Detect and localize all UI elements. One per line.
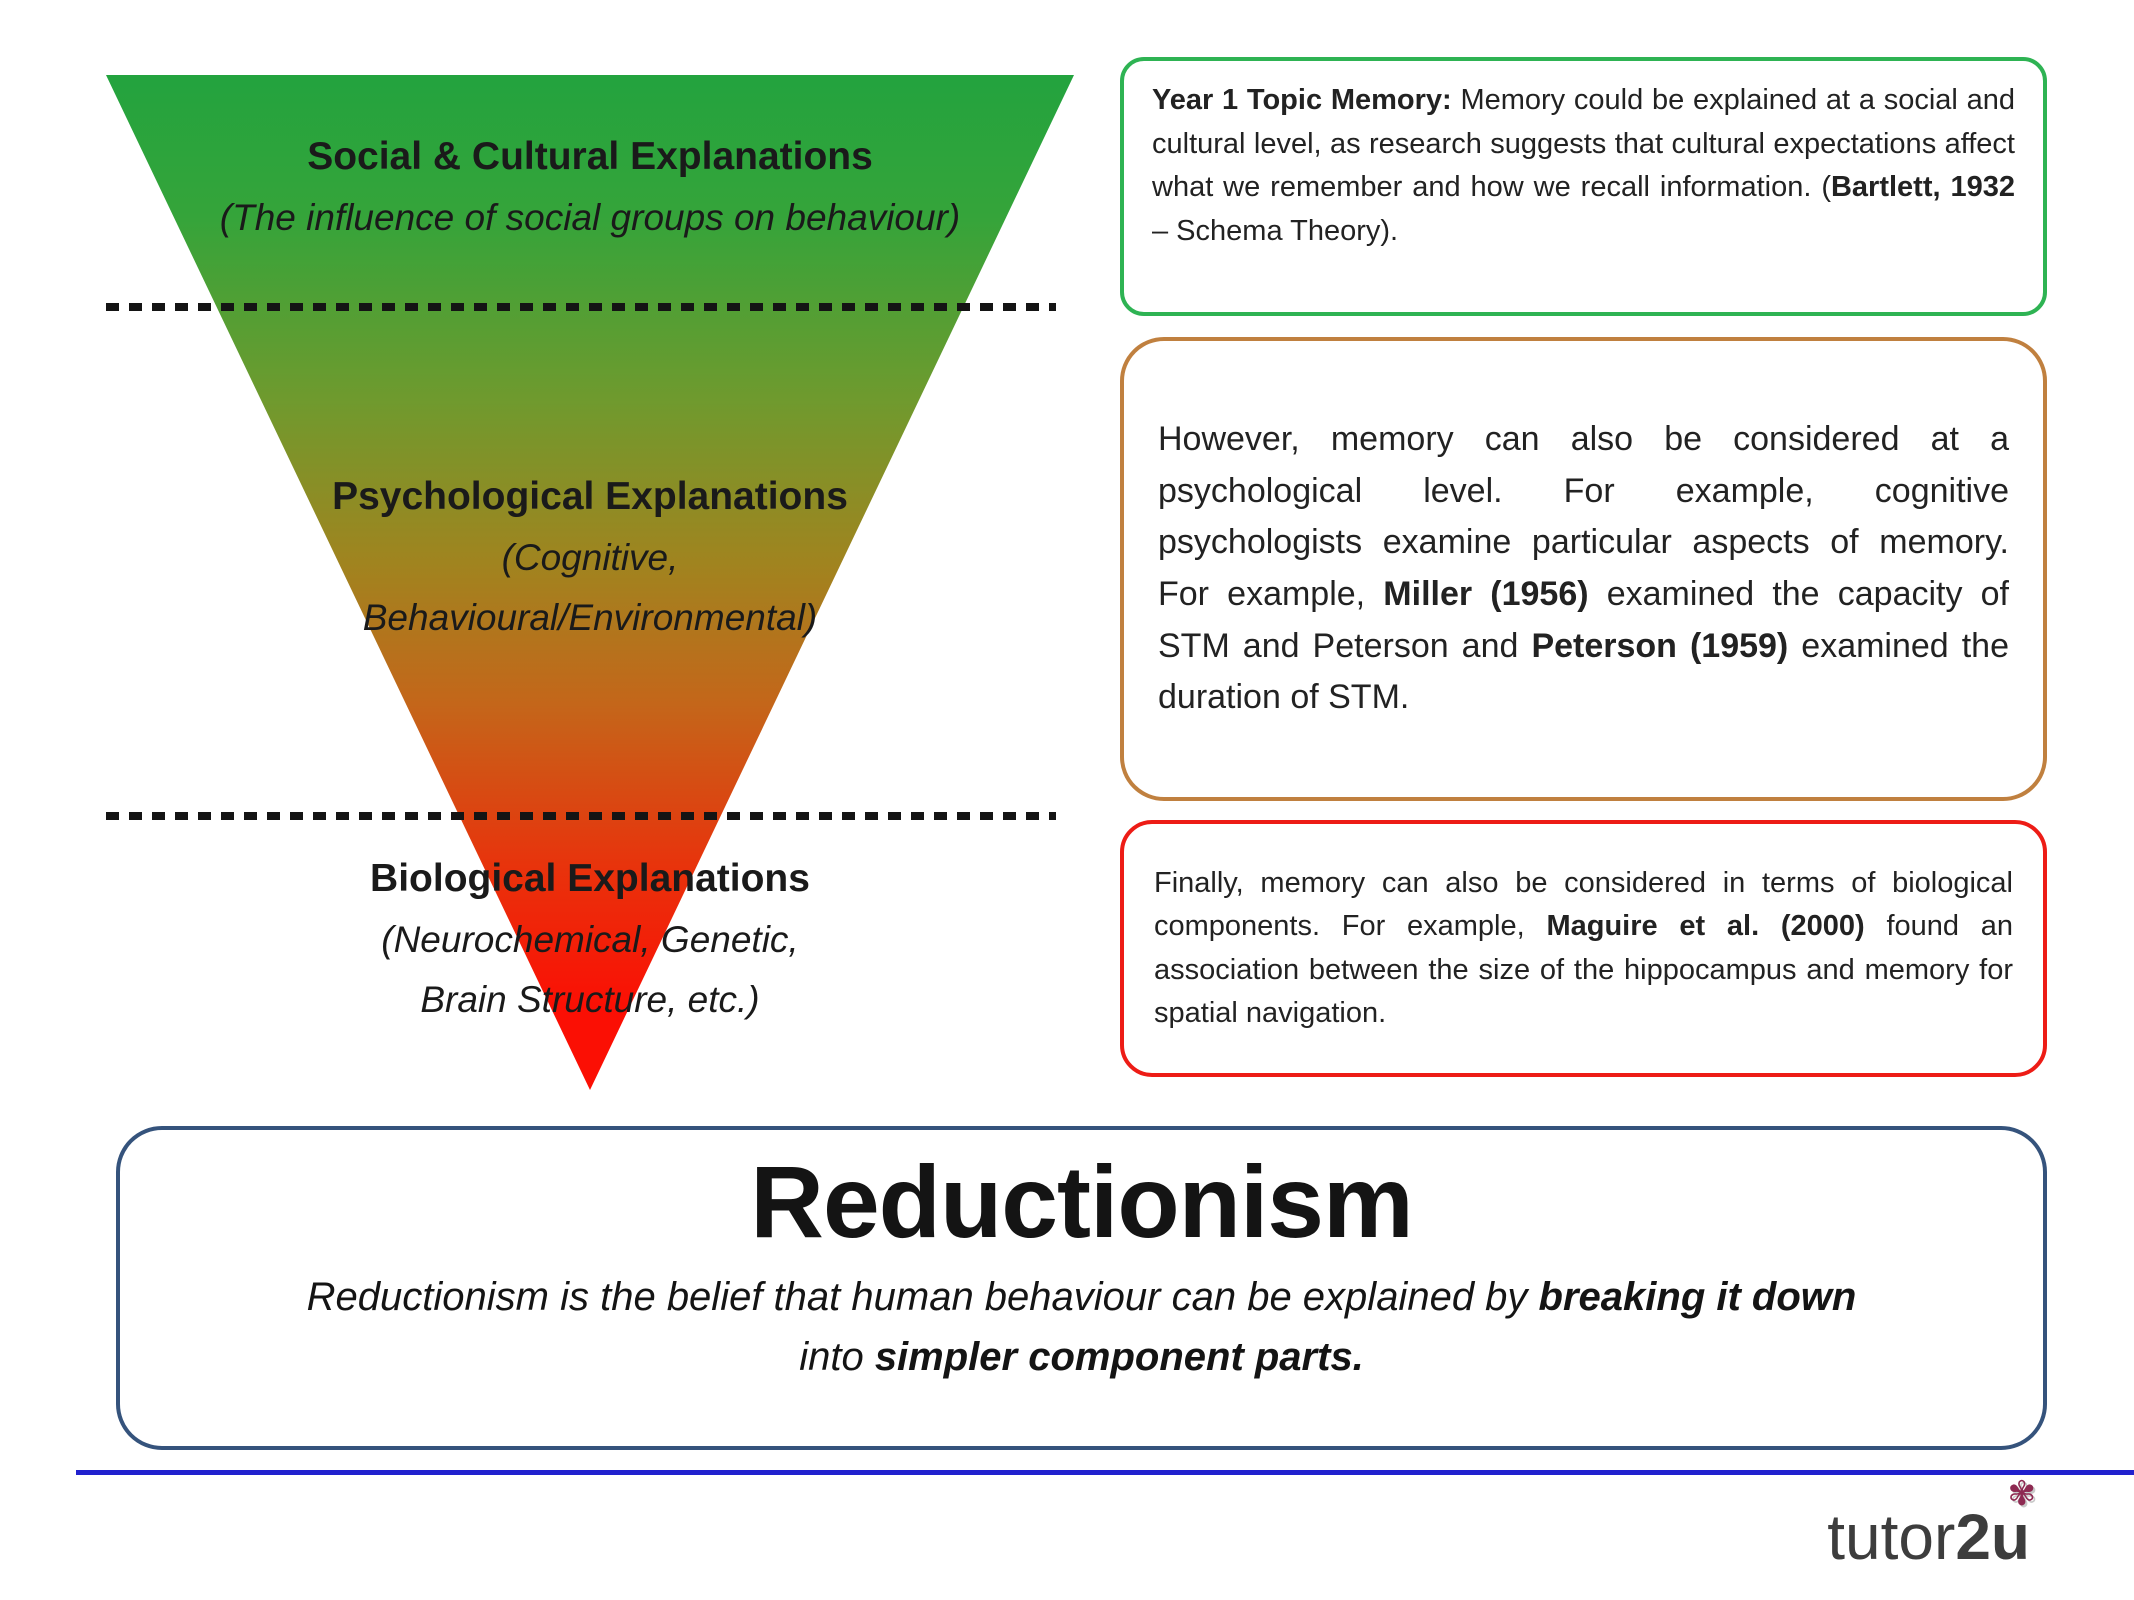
tutor2u-logo-text-regular: tutor xyxy=(1827,1501,1956,1573)
funnel-level-biological-subtitle: (Neurochemical, Genetic, Brain Structure… xyxy=(381,919,799,1020)
callout-psychological: However, memory can also be considered a… xyxy=(1120,337,2047,801)
divider-psychological-biological xyxy=(106,812,1056,820)
tutor2u-flower-icon: ✾ xyxy=(2007,1475,2037,1513)
funnel-level-psychological: Psychological Explanations (Cognitive, B… xyxy=(90,466,1090,647)
funnel-level-biological-title: Biological Explanations xyxy=(370,857,810,900)
tutor2u-logo: ✾ tutor2u xyxy=(1827,1475,2036,1590)
reductionism-definition: Reductionism is the belief that human be… xyxy=(306,1275,1857,1379)
tutor2u-logo-text: tutor2u xyxy=(1827,1501,2030,1573)
funnel-level-biological: Biological Explanations (Neurochemical, … xyxy=(90,848,1090,1029)
reductionism-summary-box: Reductionism Reductionism is the belief … xyxy=(116,1126,2047,1450)
funnel-level-social-subtitle: (The influence of social groups on behav… xyxy=(219,197,961,239)
callout-biological-text: Finally, memory can also be considered i… xyxy=(1154,866,2014,1030)
divider-social-psychological xyxy=(106,303,1056,311)
footer-divider xyxy=(76,1470,2134,1475)
reductionism-title: Reductionism xyxy=(750,1145,1413,1259)
callout-social-cultural-text: Year 1 Topic Memory: Memory could be exp… xyxy=(1152,84,2015,247)
callout-biological: Finally, memory can also be considered i… xyxy=(1120,820,2047,1077)
callout-psychological-text: However, memory can also be considered a… xyxy=(1158,419,2010,717)
tutor2u-logo-text-bold: 2u xyxy=(1955,1501,2030,1573)
funnel-level-social: Social & Cultural Explanations (The infl… xyxy=(90,126,1090,248)
funnel-level-social-title: Social & Cultural Explanations xyxy=(307,135,873,178)
callout-social-cultural: Year 1 Topic Memory: Memory could be exp… xyxy=(1120,57,2047,316)
funnel-level-psychological-subtitle: (Cognitive, Behavioural/Environmental) xyxy=(362,537,818,638)
funnel-level-psychological-title: Psychological Explanations xyxy=(332,475,848,518)
